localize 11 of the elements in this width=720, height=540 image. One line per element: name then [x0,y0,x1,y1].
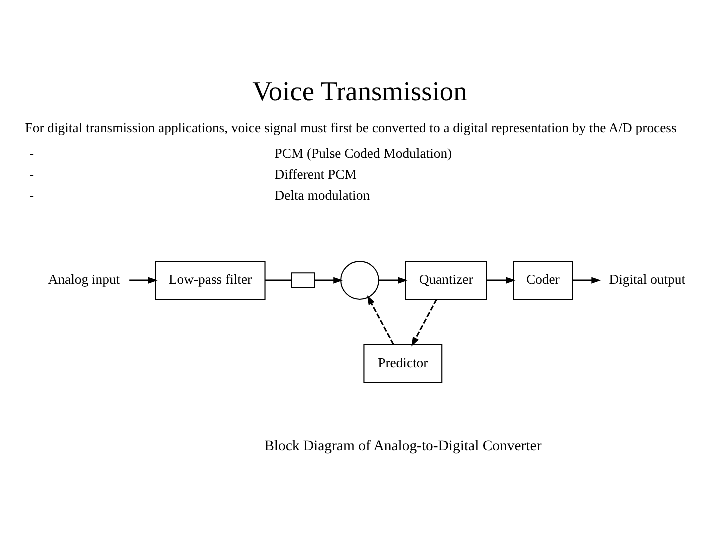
label: For digital transmission applications, voice signal must first be converted to a digital representation by the A/D process [25,120,677,136]
label: - [29,188,34,203]
label: - [29,146,34,161]
node-text: Analog input [48,272,120,288]
label: Different PCM [274,166,357,182]
label: - [29,166,34,182]
node-text: Digital output [609,272,686,288]
label: PCM (Pulse Coded Modulation) [274,146,452,161]
label: Delta modulation [274,188,370,203]
caption: Block Diagram of Analog-to-Digital Converter [264,438,542,455]
diagram-title: Voice Transmission [252,76,468,106]
